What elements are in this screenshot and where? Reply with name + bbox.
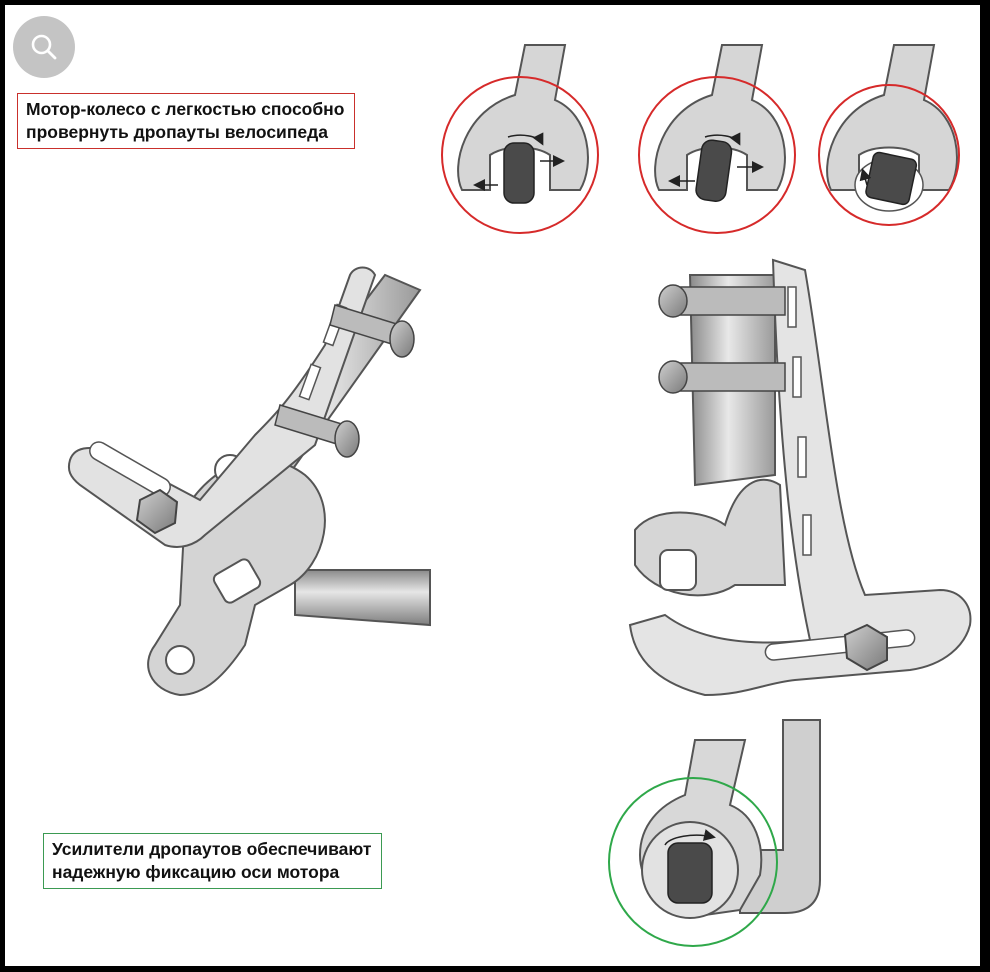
hose-clamp-left-2 <box>274 404 360 458</box>
caption-top-line-1: Мотор-колесо с легкостью способно <box>26 99 345 119</box>
wrench-step-3 <box>818 44 960 226</box>
hose-clamp-left-1 <box>329 304 415 358</box>
caption-bottom-line-2: надежную фиксацию оси мотора <box>52 862 340 882</box>
image-frame: Мотор-колесо с легкостью способно провер… <box>5 5 980 966</box>
caption-bottom-line-1: Усилители дропаутов обеспечивают <box>52 839 372 859</box>
hose-clamp-right-1 <box>658 284 786 318</box>
caption-rotation-warning: Мотор-колесо с легкостью способно провер… <box>17 93 356 149</box>
torque-arm-left <box>67 266 431 697</box>
wrench-step-1 <box>441 44 599 234</box>
torque-arm-right <box>628 258 972 697</box>
reinforced-dropout <box>608 719 821 947</box>
search-button[interactable] <box>13 16 75 78</box>
search-icon <box>31 34 57 60</box>
wrench-step-2 <box>638 44 796 234</box>
caption-reinforcement-benefit: Усилители дропаутов обеспечивают надежну… <box>43 833 383 889</box>
diagram-canvas <box>67 44 972 947</box>
caption-top-line-2: провернуть дропауты велосипеда <box>26 122 328 142</box>
hose-clamp-right-2 <box>658 360 786 394</box>
